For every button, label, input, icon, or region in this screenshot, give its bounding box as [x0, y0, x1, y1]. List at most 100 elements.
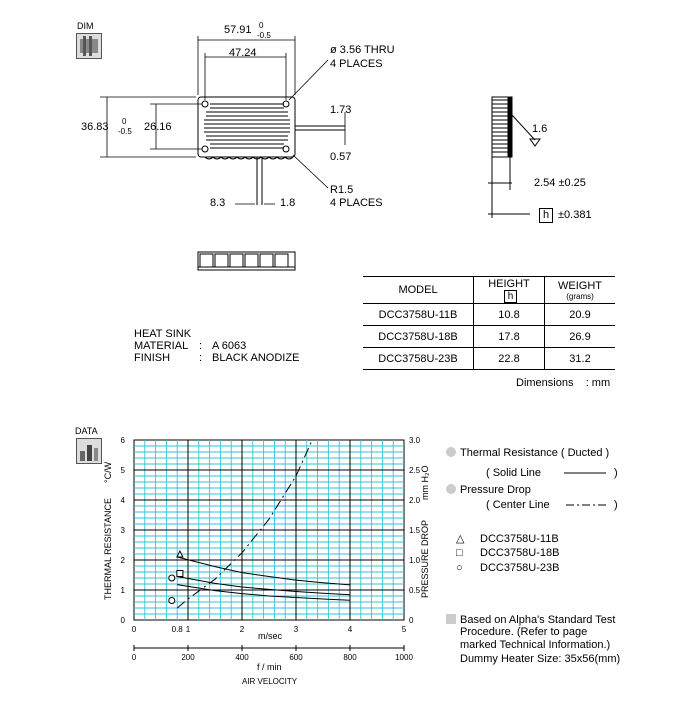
legend-bullet-icon	[446, 447, 456, 457]
table-row: DCC3758U-18B 17.8 26.9	[363, 325, 615, 348]
dim-8-3: 8.3	[210, 197, 226, 209]
y-right-tick-label: 0	[409, 616, 414, 625]
data-badge-label: DATA	[75, 426, 98, 436]
y-left-tick-label: 2	[121, 556, 126, 565]
finish-value: BLACK ANODIZE	[212, 352, 300, 364]
marker-triangle	[176, 549, 184, 558]
spec-header-height-label: HEIGHT	[488, 277, 530, 290]
spec-header-weight: WEIGHT(grams)	[544, 276, 615, 304]
footnote-line-4: Dummy Heater Size: 35x56(mm)	[460, 653, 621, 665]
x-tick-label-ms: 0.8	[172, 625, 184, 634]
side-dim-2-54: 2.54 ±0.25	[534, 177, 586, 189]
material-sep: :	[199, 340, 203, 352]
x-tick-label-ms: 5	[402, 625, 407, 634]
dim-height-tol-bot: -0.5	[118, 127, 132, 136]
x-tick-label-fmin: 1000	[395, 653, 413, 662]
legend-marker-triangle-icon: △	[456, 533, 465, 545]
finish-key: FINISH	[134, 352, 171, 364]
spec-header-row: MODEL HEIGHTh WEIGHT(grams)	[363, 276, 615, 304]
radius-note-2: 4 PLACES	[330, 197, 383, 209]
y-right-tick-label: 2.5	[409, 466, 421, 475]
footnote-bullet-icon	[446, 614, 456, 624]
legend-center-label: ( Center Line	[486, 499, 550, 511]
data-badge-icon	[76, 438, 102, 464]
heatsink-icon	[80, 36, 98, 56]
y-left-tick-label: 5	[121, 466, 126, 475]
legend-pressure-label: Pressure Drop	[460, 484, 531, 496]
series-dcc3758u-18b	[177, 576, 351, 596]
y-right-tick-label: 1.0	[409, 556, 421, 565]
footnote-line-1: Based on Alpha's Standard Test	[446, 614, 615, 626]
spec-header-weight-label: WEIGHT	[558, 279, 602, 292]
footnote-line-2: Procedure. (Refer to page	[460, 626, 588, 638]
series-dcc3758u-11b	[177, 556, 351, 586]
legend-marker-square-icon: □	[456, 547, 463, 559]
material-key: MATERIAL	[134, 340, 189, 352]
y-right-label: PRESSURE DROP	[420, 519, 430, 598]
y-left-unit: °C/W	[103, 461, 113, 483]
hole-note-1: ø 3.56 THRU	[330, 44, 395, 56]
dim-width-inner: 47.24	[229, 47, 257, 59]
y-left-tick-label: 3	[121, 526, 126, 535]
legend-center: ( Center Line	[486, 500, 550, 511]
legend-model-1: DCC3758U-11B	[480, 533, 559, 545]
side-view	[488, 96, 541, 218]
front-dim-lines	[100, 36, 346, 205]
x-unit-fmin: f / min	[257, 662, 282, 672]
side-dim-1-6: 1.6	[532, 123, 548, 135]
legend-solid-close: )	[614, 467, 618, 479]
legend-center-close: )	[614, 499, 618, 511]
marker-circle	[168, 574, 176, 582]
x-unit-ms: m/sec	[258, 631, 283, 641]
side-h-box: h	[539, 208, 554, 223]
footnote-text-1: Based on Alpha's Standard Test	[460, 614, 616, 626]
legend-thermal-label: Thermal Resistance ( Ducted )	[460, 447, 610, 459]
spec-table: MODEL HEIGHTh WEIGHT(grams) DCC3758U-11B…	[363, 276, 615, 370]
x-tick-label-ms: 2	[240, 625, 245, 634]
y-right-tick-label: 2.0	[409, 496, 421, 505]
x-tick-label-fmin: 0	[132, 653, 137, 662]
y-left-tick-label: 0	[121, 616, 126, 625]
spec-model: DCC3758U-23B	[363, 347, 474, 370]
x-axis-label: AIR VELOCITY	[242, 677, 298, 686]
dim-1-73: 1.73	[330, 104, 352, 116]
hole-note-2: 4 PLACES	[330, 58, 383, 70]
dim-height-tol-top: 0	[122, 117, 127, 126]
spec-height: 22.8	[473, 347, 545, 370]
bar-chart-icon	[80, 445, 98, 461]
y-left-tick-label: 1	[121, 586, 126, 595]
x-tick-label-ms: 4	[348, 625, 353, 634]
radius-note-1: R1.5	[330, 184, 354, 196]
table-row: DCC3758U-23B 22.8 31.2	[363, 347, 615, 370]
legend-pressure: Pressure Drop	[446, 484, 531, 496]
spec-header-weight-unit: (grams)	[566, 291, 594, 301]
x-tick-label-ms: 3	[294, 625, 299, 634]
side-h-tol: ±0.381	[558, 209, 592, 221]
dim-width-tol-top: 0	[259, 21, 264, 30]
y-right-tick-label: 3.0	[409, 436, 421, 445]
y-left-label: THERMAL RESISTANCE	[103, 497, 113, 600]
footnote-line-3: marked Technical Information.)	[460, 639, 611, 651]
legend-thermal: Thermal Resistance ( Ducted )	[446, 447, 609, 459]
y-right-tick-label: 1.5	[409, 526, 421, 535]
legend-bullet-icon	[446, 484, 456, 494]
dim-height-inner: 26.16	[144, 121, 172, 133]
y-left-tick-label: 6	[121, 436, 126, 445]
dim-width-total: 57.91	[224, 24, 252, 36]
x-tick-label-fmin: 200	[181, 653, 195, 662]
marker-square	[176, 570, 184, 577]
front-view	[197, 96, 345, 205]
finish-sep: :	[199, 352, 203, 364]
dimensions-note: Dimensions : mm	[516, 377, 611, 389]
series-pressure-drop	[176, 439, 313, 609]
legend-solid: ( Solid Line	[486, 468, 541, 479]
y-right-tick-label: 0.5	[409, 586, 421, 595]
material-line-1: HEAT SINK	[134, 328, 192, 340]
x-tick-label-fmin: 600	[289, 653, 303, 662]
legend-model-2: DCC3758U-18B	[480, 547, 560, 559]
y-left-tick-label: 4	[121, 496, 126, 505]
x-tick-label-ms: 1	[186, 625, 191, 634]
dim-1-8: 1.8	[280, 197, 296, 209]
x-tick-label-fmin: 800	[343, 653, 357, 662]
